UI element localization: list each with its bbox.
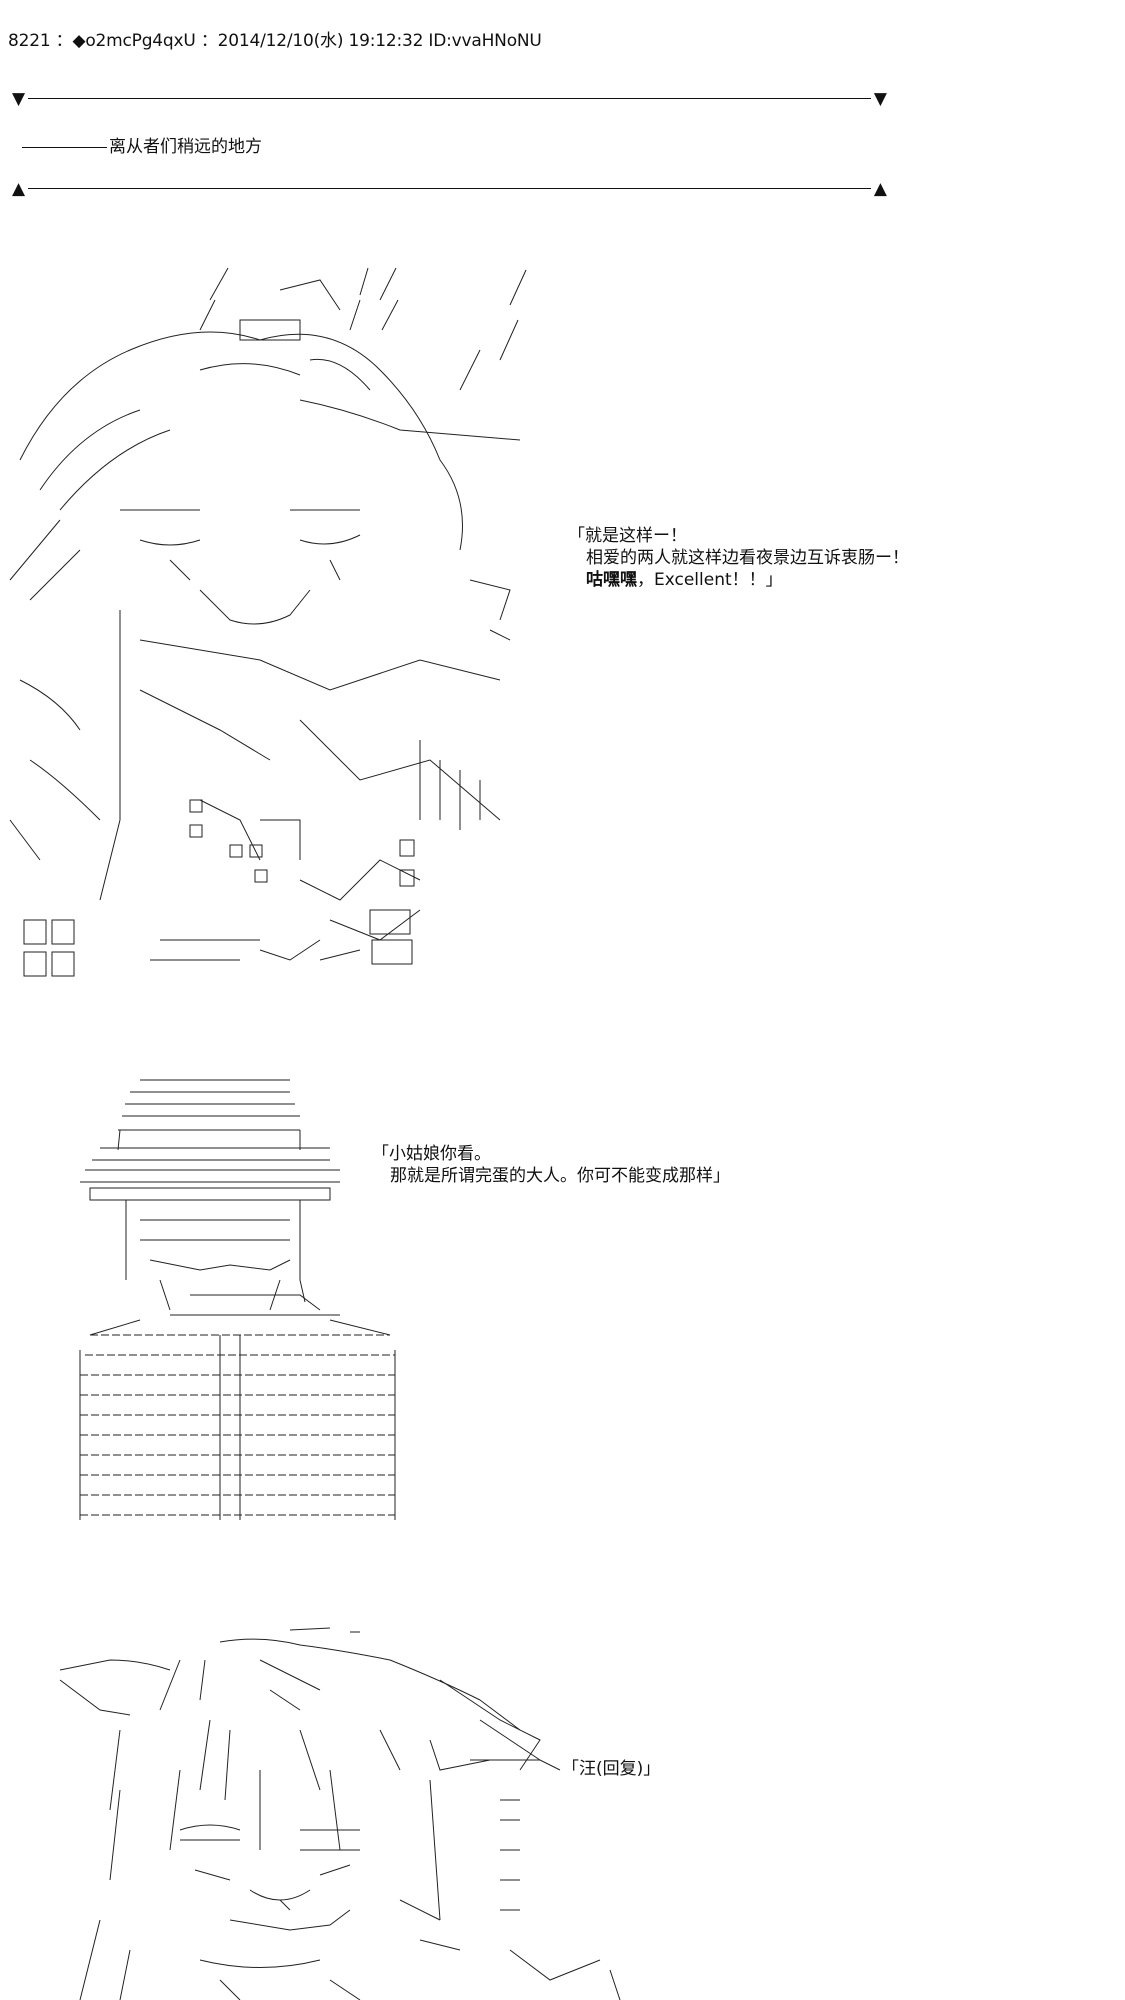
divider-line	[28, 188, 871, 189]
scene-divider-top: ▼ ▼	[12, 88, 887, 110]
triangle-up-icon: ▲	[12, 179, 26, 199]
location-dash	[22, 146, 107, 148]
speech-line-2-body: 那就是所谓完蛋的大人。你可不能变成那样」	[390, 1166, 730, 1186]
speech-block-1: 「就是这样ー！ 相爱的两人就这样边看夜景边互诉衷肠ー！ 咕嘿嘿，Excellen…	[568, 525, 909, 591]
triangle-down-icon: ▼	[12, 89, 26, 109]
ascii-art-character-3	[0, 1620, 640, 2000]
speech-line-1-tail: 咕嘿嘿，Excellent！！」	[568, 569, 909, 591]
scene-divider-bottom: ▲ ▲	[12, 178, 887, 200]
ascii-art-character-2	[0, 1070, 420, 1530]
speech-line-1-body: 相爱的两人就这样边看夜景边互诉衷肠ー！	[586, 548, 909, 568]
speech-line-1-open: 「就是这样ー！	[568, 526, 687, 546]
speech-line-1-tail-bold: 咕嘿嘿	[586, 570, 637, 590]
speech-line-1-tail-rest: ，Excellent！！」	[637, 570, 783, 590]
triangle-down-icon: ▼	[873, 89, 887, 109]
post-header: 8221 ：◆o2mcPg4qxU ：2014/12/10(水) 19:12:3…	[8, 31, 542, 51]
ascii-art-character-1	[0, 260, 560, 980]
speech-block-2: 「小姑娘你看。 那就是所谓完蛋的大人。你可不能变成那样」	[372, 1143, 730, 1187]
location-text: 离从者们稍远的地方	[109, 137, 262, 157]
speech-line-3: 「汪(回复)」	[562, 1759, 661, 1779]
triangle-up-icon: ▲	[873, 179, 887, 199]
scene-location: 离从者们稍远的地方	[22, 132, 262, 157]
divider-line	[28, 98, 871, 99]
speech-block-3: 「汪(回复)」	[562, 1758, 660, 1780]
speech-line-2-open: 「小姑娘你看。	[372, 1144, 491, 1164]
